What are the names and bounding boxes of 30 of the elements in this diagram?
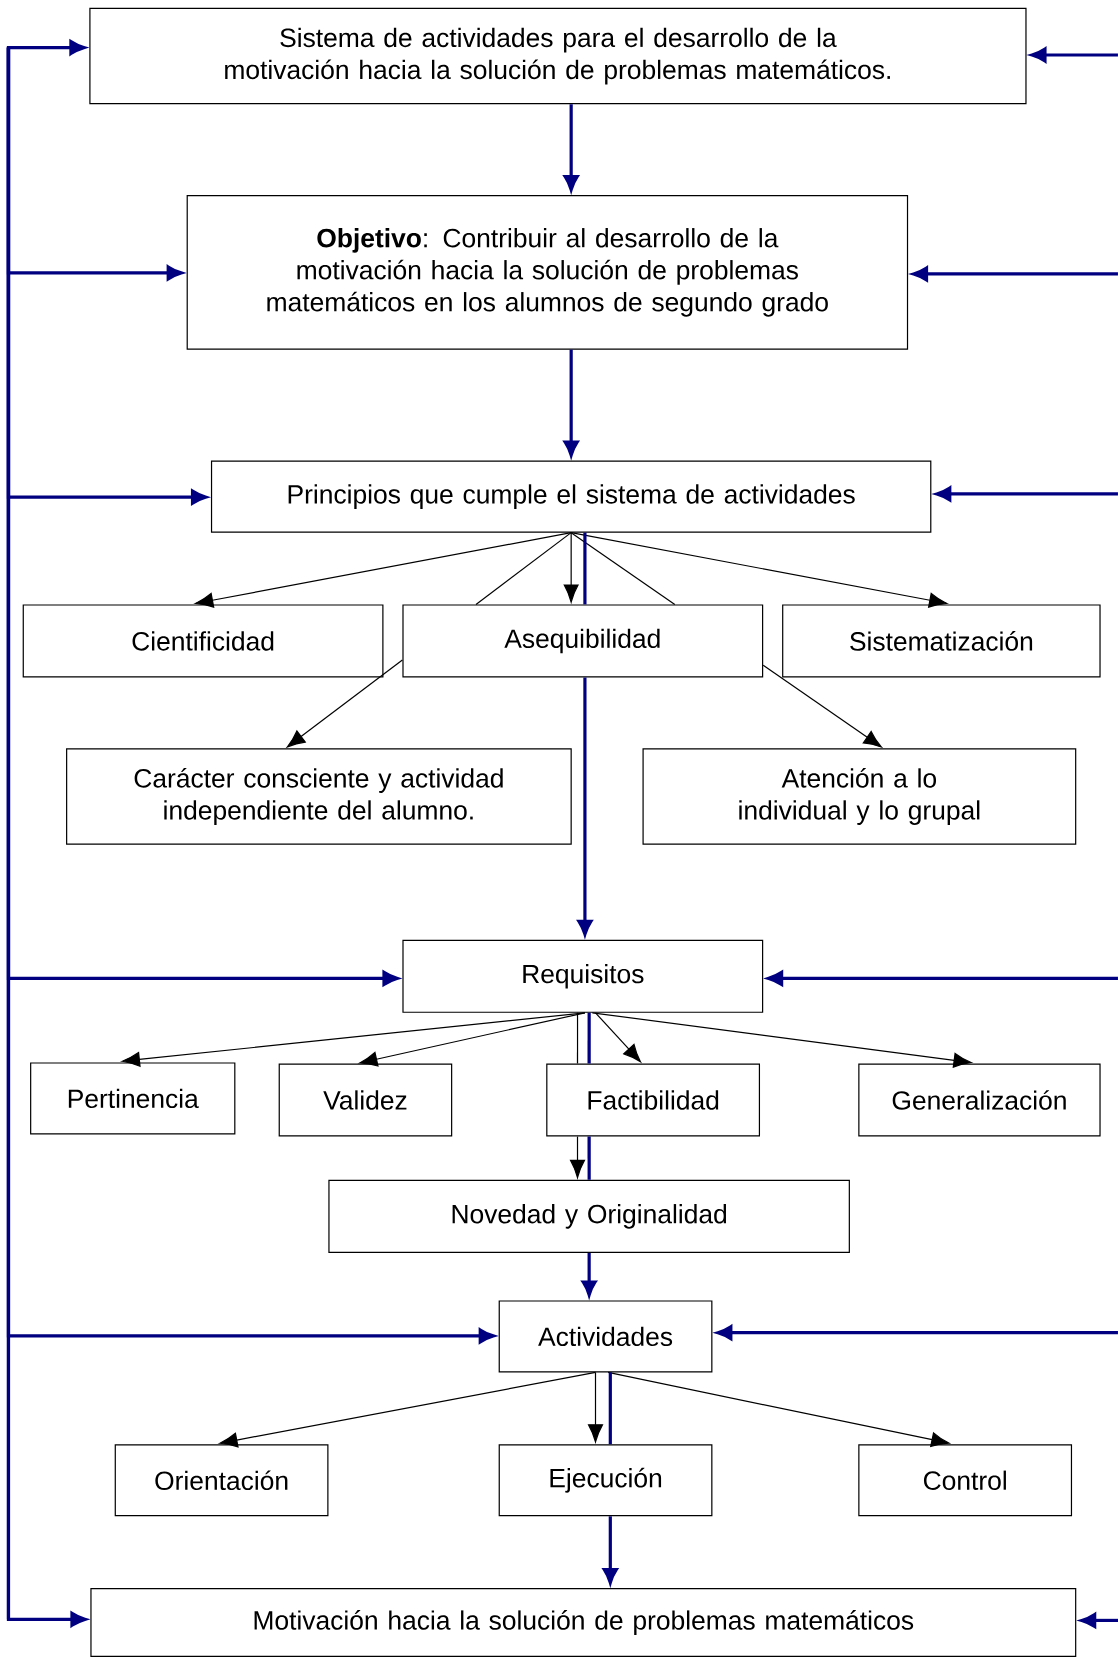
arrow [1030, 47, 1118, 63]
arrow [591, 1012, 972, 1068]
process-box: Sistema de actividades para el desarrollo de la motivación hacia la solución de problemas matemáticos. [89, 7, 1027, 105]
process-box: Pertinencia [30, 1062, 236, 1135]
process-box: Objetivo: Contribuir al desarrollo de la motivación hacia la solución de problemas matemáticos en los alumnos de segundo grado [186, 195, 909, 350]
arrow [563, 104, 579, 192]
process-box: Requisitos [402, 939, 764, 1013]
process-box: Factibilidad [546, 1063, 761, 1137]
arrow [563, 532, 579, 603]
arrow [359, 1012, 586, 1067]
process-box: Generalización [858, 1063, 1101, 1137]
process-box: Validez [278, 1063, 453, 1137]
process-box: Orientación [114, 1444, 329, 1517]
process-box: Ejecución [498, 1444, 713, 1517]
process-box: Principios que cumple el sistema de actividades [210, 460, 932, 533]
process-box: Sistematización [782, 604, 1101, 678]
arrow [121, 1012, 586, 1067]
process-box: Novedad y Originalidad [328, 1179, 850, 1253]
arrow [607, 1371, 950, 1448]
arrow [219, 1371, 597, 1448]
arrow [570, 532, 948, 608]
process-box: Atención a lo individual y lo grupal [642, 748, 1077, 845]
process-box: Asequibilidad [402, 604, 764, 678]
process-box: Motivación hacia la solución de problemas matemáticos [90, 1588, 1077, 1657]
process-box: Control [858, 1444, 1073, 1517]
process-box: Actividades [498, 1300, 713, 1373]
arrow [570, 1135, 586, 1179]
arrow [588, 1371, 604, 1443]
arrow [594, 1012, 642, 1063]
arrow [762, 664, 882, 748]
